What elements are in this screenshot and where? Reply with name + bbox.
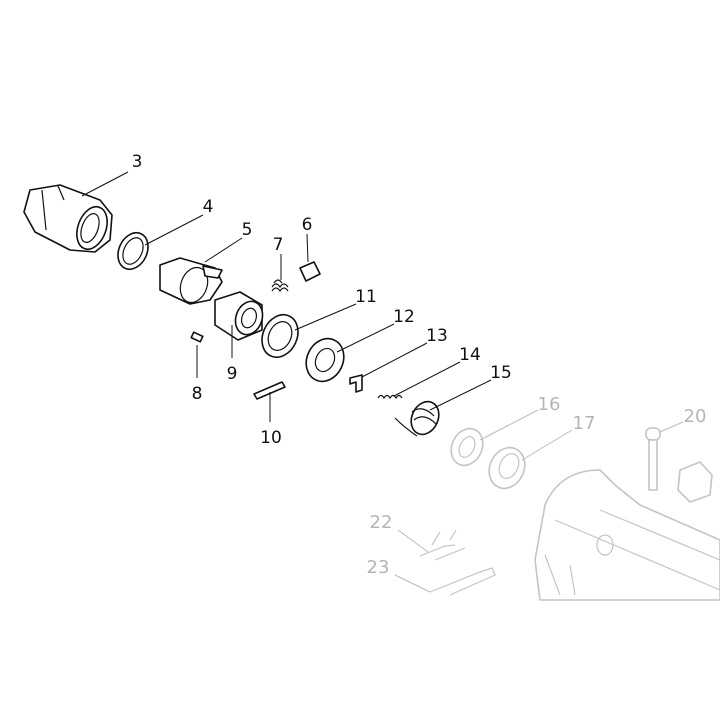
label-23: 23	[367, 557, 390, 578]
label-8: 8	[192, 384, 203, 404]
part-nut[interactable]	[677, 461, 713, 503]
part-9-cylinder[interactable]	[214, 291, 267, 341]
label-10: 10	[260, 428, 282, 448]
part-20-screw[interactable]	[645, 427, 661, 491]
label-5: 5	[242, 220, 253, 240]
label-11: 11	[355, 287, 377, 307]
part-7-spring[interactable]	[271, 279, 289, 293]
gear-housing[interactable]	[534, 469, 720, 601]
label-14: 14	[459, 345, 481, 365]
part-4-ring[interactable]	[112, 228, 153, 274]
part-3-sleeve[interactable]	[23, 184, 113, 253]
label-4: 4	[203, 197, 214, 217]
part-23-bracket[interactable]	[429, 567, 496, 596]
label-3: 3	[132, 152, 143, 172]
label-13: 13	[426, 326, 448, 346]
label-7: 7	[273, 235, 284, 255]
part-12-flange[interactable]	[299, 332, 350, 387]
label-9: 9	[227, 364, 238, 384]
part-6-pin[interactable]	[299, 261, 321, 282]
part-10-rod[interactable]	[253, 381, 286, 400]
part-8-pin[interactable]	[190, 331, 204, 343]
label-22: 22	[370, 512, 393, 533]
label-6: 6	[302, 215, 313, 235]
label-20: 20	[684, 406, 707, 427]
part-17-bushing[interactable]	[483, 442, 532, 494]
part-5-cam-sleeve[interactable]	[159, 257, 223, 306]
label-12: 12	[393, 307, 415, 327]
part-14-spring[interactable]	[377, 394, 403, 400]
part-13-lever[interactable]	[349, 374, 363, 393]
part-22-clip[interactable]	[419, 529, 466, 561]
leader-lines	[81, 171, 684, 593]
label-17: 17	[573, 413, 596, 434]
part-15-spring-cap[interactable]	[394, 397, 444, 439]
part-16-washer[interactable]	[445, 423, 488, 470]
label-15: 15	[490, 363, 512, 383]
label-16: 16	[538, 394, 561, 415]
part-11-ring[interactable]	[255, 309, 304, 363]
